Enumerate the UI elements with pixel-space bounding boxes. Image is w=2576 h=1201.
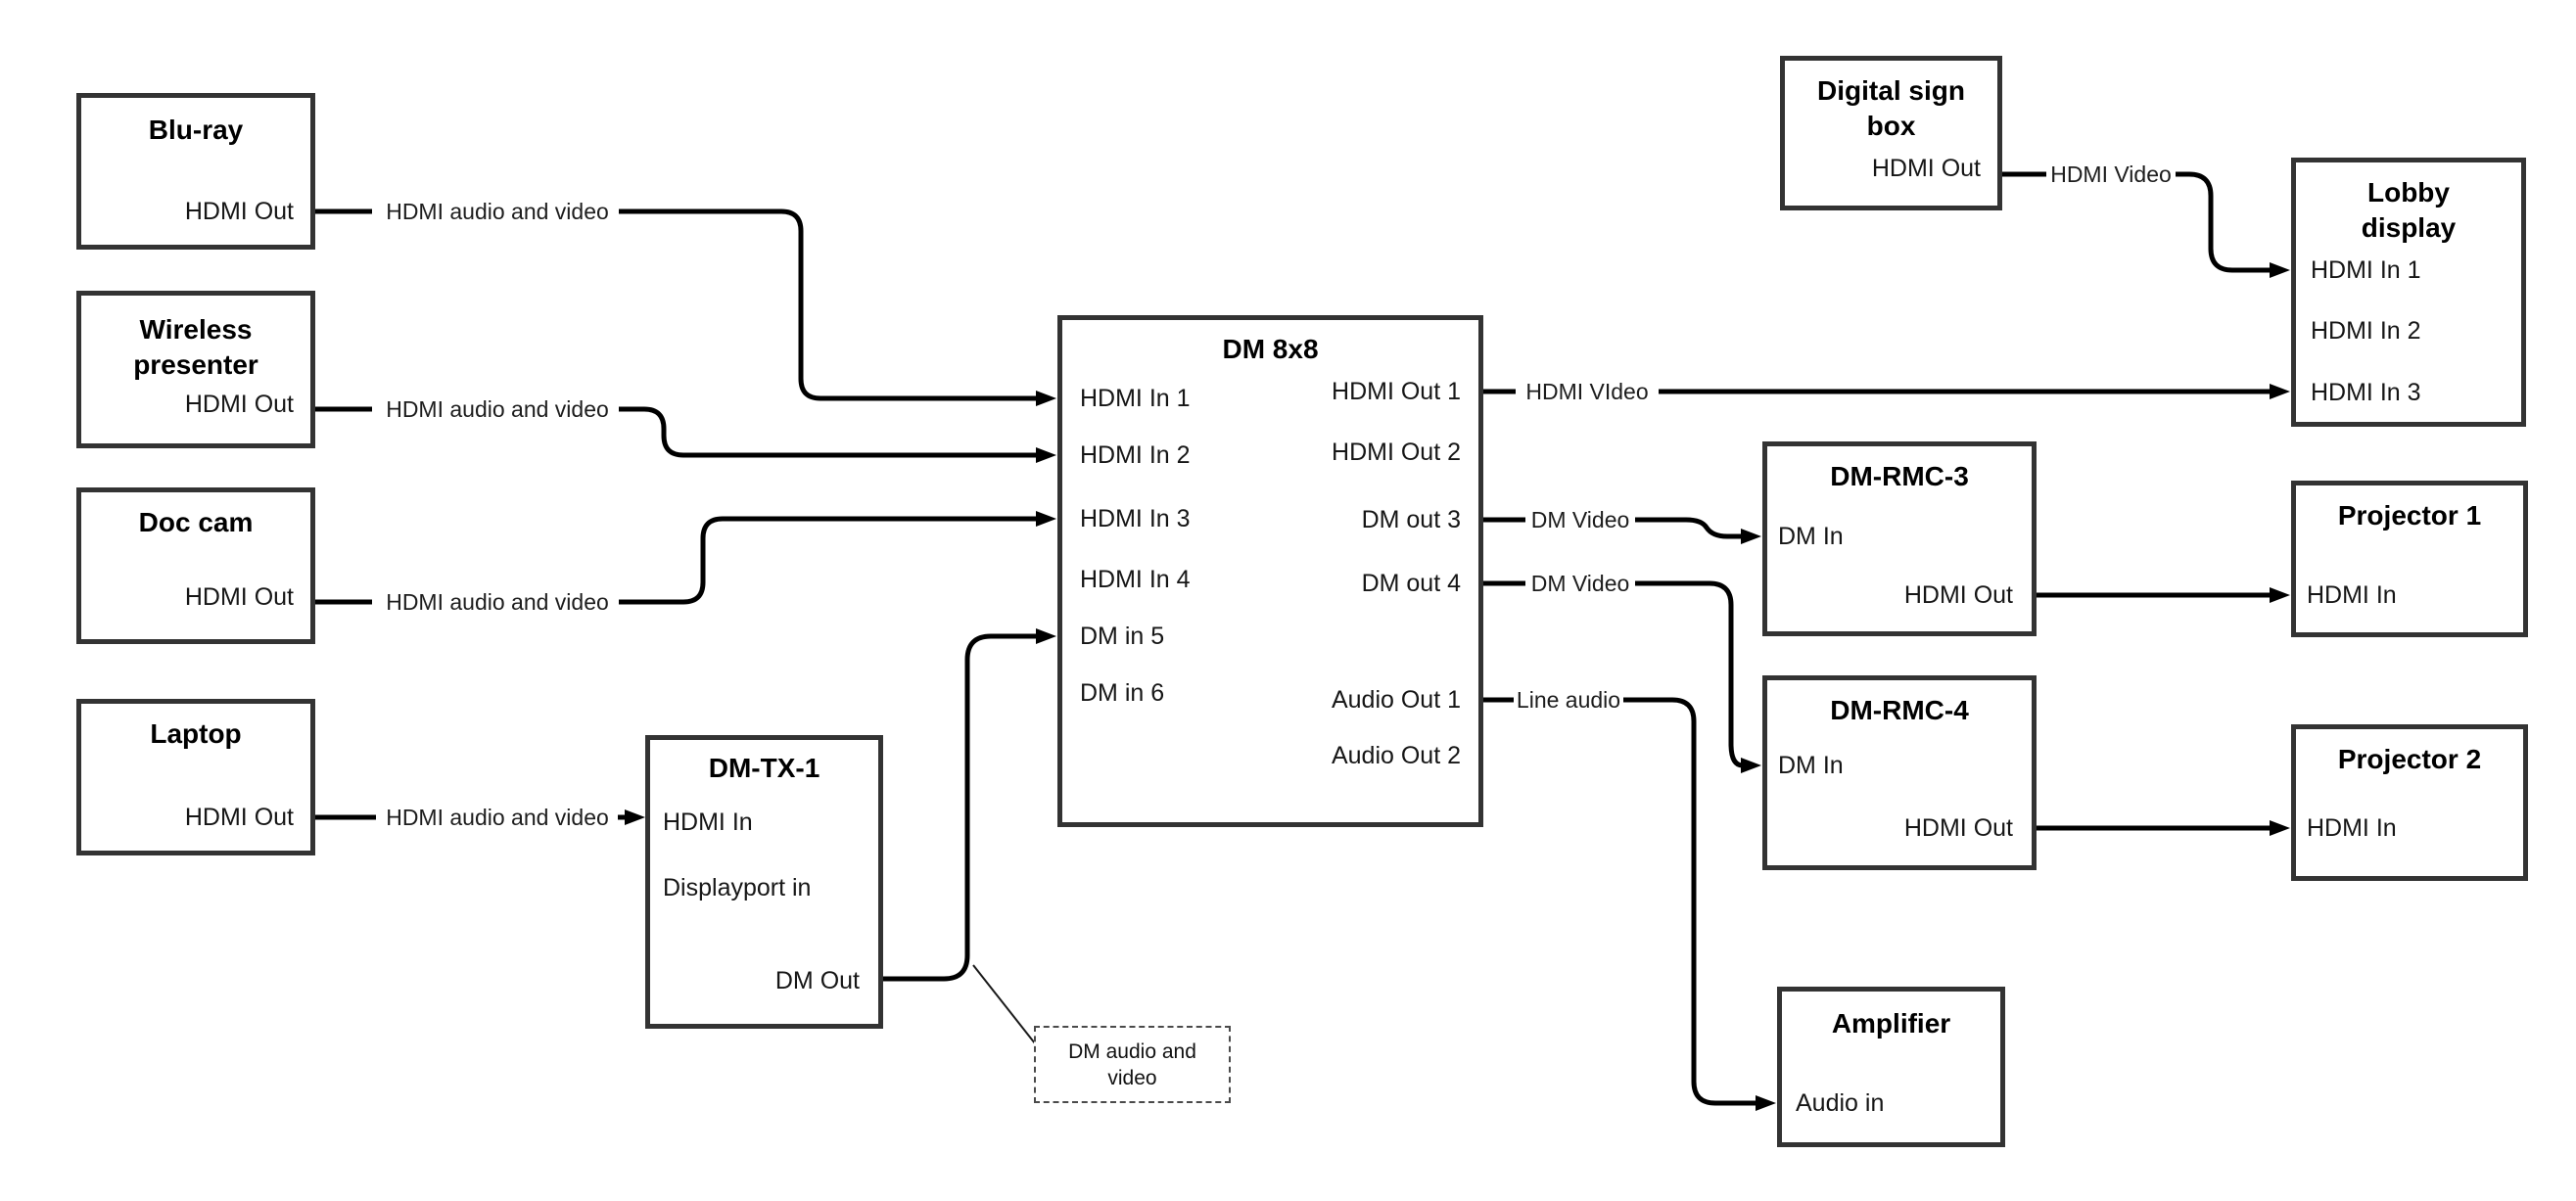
title-rmc4: DM-RMC-4 xyxy=(1830,695,1969,725)
arrowhead-dmtx1-hdmi-in xyxy=(625,809,645,825)
wire-label-hdmi-video-digisign: HDMI Video xyxy=(2046,162,2176,187)
title-lobby: Lobby display xyxy=(2361,177,2457,243)
callout-text: DM audio and video xyxy=(1068,1039,1196,1089)
node-proj1 xyxy=(2291,481,2528,637)
port-proj1-hdmi-in: HDMI In xyxy=(2307,581,2397,609)
port-dm8x8-dm-in-6: DM in 6 xyxy=(1080,679,1165,707)
node-proj2 xyxy=(2291,724,2528,881)
port-dm8x8-hdmi-in-2: HDMI In 2 xyxy=(1080,441,1191,469)
port-dm8x8-hdmi-out-1: HDMI Out 1 xyxy=(1332,378,1461,405)
port-doccam-hdmi-out: HDMI Out xyxy=(184,583,294,611)
port-proj2-hdmi-in: HDMI In xyxy=(2307,814,2397,842)
port-digisign-hdmi-out: HDMI Out xyxy=(1871,155,1981,182)
arrowhead-dm-in-5 xyxy=(1036,628,1056,644)
connector-doccam-to-dm8x8 xyxy=(619,516,1036,605)
title-dmtx1: DM-TX-1 xyxy=(708,753,820,783)
port-lobby-hdmi-in-3: HDMI In 3 xyxy=(2311,379,2421,406)
wire-label-hdmi-video-out1: HDMI VIdeo xyxy=(1516,379,1659,404)
title-digisign: Digital sign box xyxy=(1817,75,1965,141)
node-laptop xyxy=(76,699,315,855)
node-amp xyxy=(1777,987,2005,1147)
node-digisign xyxy=(1780,56,2002,210)
title-laptop: Laptop xyxy=(150,718,242,749)
port-laptop-hdmi-out: HDMI Out xyxy=(184,804,294,831)
connector-bluray-to-dm8x8 xyxy=(619,208,1036,401)
port-rmc4-hdmi-out: HDMI Out xyxy=(1903,814,2013,842)
title-rmc3: DM-RMC-3 xyxy=(1830,461,1969,491)
arrowhead-proj2-hdmi-in xyxy=(2270,820,2290,836)
title-amp: Amplifier xyxy=(1831,1008,1951,1039)
wire-label-dm-video-out4: DM Video xyxy=(1525,571,1635,596)
connector-wireless-to-dm8x8 xyxy=(619,406,1036,458)
port-lobby-hdmi-in-2: HDMI In 2 xyxy=(2311,317,2421,345)
title-bluray: Blu-ray xyxy=(148,115,244,145)
arrowhead-proj1-hdmi-in xyxy=(2270,587,2290,603)
connector-digisign-to-lobby xyxy=(2176,171,2270,273)
wire-label-wireless: HDMI audio and video xyxy=(377,396,618,422)
arrowhead-amp-audio-in xyxy=(1756,1095,1776,1111)
title-proj1: Projector 1 xyxy=(2337,500,2482,531)
arrowhead-rmc3-dm-in xyxy=(1741,529,1761,544)
node-rmc4 xyxy=(1762,675,2037,870)
title-wireless: Wireless presenter xyxy=(133,314,258,380)
connector-dmout3-to-rmc3 xyxy=(1635,517,1741,539)
node-lobby xyxy=(2291,158,2526,427)
port-dm8x8-hdmi-in-4: HDMI In 4 xyxy=(1080,566,1191,593)
port-dm8x8-audio-out-2: Audio Out 2 xyxy=(1331,742,1461,769)
wire-label-bluray: HDMI audio and video xyxy=(377,199,618,224)
arrowhead-hdmi-in-3 xyxy=(1036,511,1056,527)
arrowhead-rmc4-dm-in xyxy=(1741,758,1761,773)
port-dm8x8-dm-out-3: DM out 3 xyxy=(1361,506,1461,533)
connector-audioout1-to-amp xyxy=(1623,697,1756,1106)
connector-dmtx1-to-dm8x8 xyxy=(883,633,1036,982)
arrowhead-hdmi-in-1 xyxy=(1036,391,1056,406)
port-dm8x8-dm-out-4: DM out 4 xyxy=(1361,570,1461,597)
node-dm8x8 xyxy=(1057,315,1483,827)
port-dmtx1-hdmi-in: HDMI In xyxy=(663,808,753,836)
port-dm8x8-hdmi-out-2: HDMI Out 2 xyxy=(1332,439,1461,466)
title-doccam: Doc cam xyxy=(138,507,254,537)
port-rmc3-hdmi-out: HDMI Out xyxy=(1903,581,2013,609)
wire-label-line-audio: Line audio xyxy=(1514,687,1623,713)
port-bluray-hdmi-out: HDMI Out xyxy=(184,198,294,225)
node-wireless xyxy=(76,291,315,448)
port-dm8x8-hdmi-in-3: HDMI In 3 xyxy=(1080,505,1191,532)
port-rmc3-dm-in: DM In xyxy=(1778,523,1844,550)
port-dmtx1-dm-out: DM Out xyxy=(774,967,860,994)
wire-label-dm-video-out3: DM Video xyxy=(1525,507,1635,532)
title-dm8x8: DM 8x8 xyxy=(1222,334,1319,364)
callout-dm-audio-video: DM audio and video xyxy=(1034,1026,1231,1103)
port-rmc4-dm-in: DM In xyxy=(1778,752,1844,779)
wire-label-doccam: HDMI audio and video xyxy=(377,589,618,615)
connector-dmout4-to-rmc4 xyxy=(1635,580,1744,768)
arrowhead-hdmi-in-2 xyxy=(1036,447,1056,463)
arrowhead-lobby-hdmi-in-3 xyxy=(2270,384,2290,399)
title-proj2: Projector 2 xyxy=(2337,744,2482,774)
node-dmtx1 xyxy=(645,735,883,1029)
port-dm8x8-audio-out-1: Audio Out 1 xyxy=(1331,686,1461,714)
arrowhead-lobby-hdmi-in-1 xyxy=(2270,262,2290,278)
port-dm8x8-dm-in-5: DM in 5 xyxy=(1080,623,1165,650)
callout-leader-line xyxy=(972,964,1036,1044)
node-doccam xyxy=(76,487,315,644)
wire-label-laptop: HDMI audio and video xyxy=(377,805,618,830)
node-rmc3 xyxy=(1762,441,2037,636)
port-lobby-hdmi-in-1: HDMI In 1 xyxy=(2311,256,2421,284)
port-dm8x8-hdmi-in-1: HDMI In 1 xyxy=(1080,385,1191,412)
port-amp-audio-in: Audio in xyxy=(1796,1089,1885,1117)
node-bluray xyxy=(76,93,315,250)
port-wireless-hdmi-out: HDMI Out xyxy=(184,391,294,418)
port-dmtx1-displayport-in: Displayport in xyxy=(663,874,812,901)
